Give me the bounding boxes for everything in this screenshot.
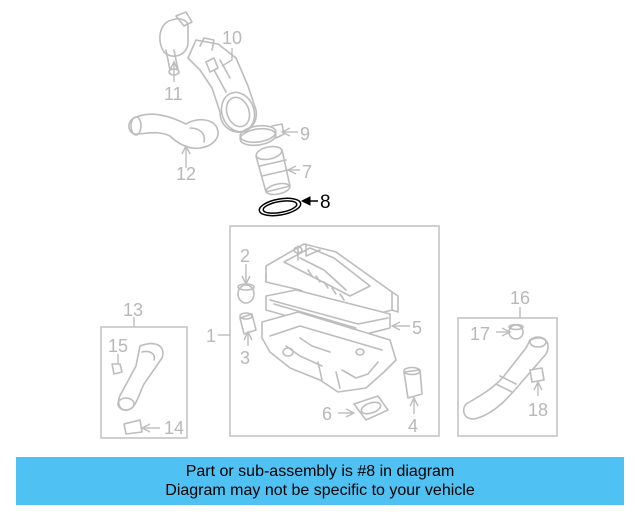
assembly-frame-1 — [229, 225, 440, 437]
callout-8-label: 8 — [320, 192, 331, 213]
callout-18: 18 — [528, 380, 548, 420]
part-14-bracket[interactable] — [123, 419, 143, 435]
callout-2: 2 — [240, 246, 251, 286]
assembly-frame-16 — [457, 317, 558, 437]
part-10-intake-duct[interactable] — [187, 37, 260, 136]
callout-1-label: 1 — [206, 326, 216, 346]
callout-7-label: 7 — [302, 162, 312, 182]
part-2-grommet[interactable] — [237, 283, 255, 304]
part-13-duct[interactable] — [117, 342, 164, 411]
part-18-clip[interactable] — [529, 367, 545, 383]
callout-16-label: 16 — [510, 288, 530, 308]
part-8-gasket[interactable] — [258, 195, 302, 218]
callout-8: 8 — [300, 192, 331, 213]
callout-17-label: 17 — [470, 324, 490, 344]
callout-10: 10 — [221, 28, 242, 67]
callout-14: 14 — [140, 418, 184, 438]
info-banner: Part or sub-assembly is #8 in diagram Di… — [16, 457, 624, 505]
callout-4-label: 4 — [408, 416, 418, 436]
callout-4: 4 — [408, 396, 419, 436]
part-15-clip[interactable] — [111, 363, 123, 375]
callout-14-label: 14 — [164, 418, 184, 438]
part-4-hose-piece[interactable] — [403, 366, 423, 399]
callout-1: 1 — [206, 326, 230, 346]
part-9-clamp[interactable] — [239, 123, 285, 148]
part-3-bushing[interactable] — [239, 312, 257, 335]
callout-6: 6 — [322, 404, 356, 424]
parts-diagram: 11 10 12 9 — [100, 11, 558, 439]
callout-15: 15 — [108, 336, 128, 364]
part-16-duct[interactable] — [462, 336, 549, 420]
callout-18-label: 18 — [528, 400, 548, 420]
air-cleaner-cover[interactable] — [265, 243, 399, 321]
callout-17: 17 — [470, 324, 512, 344]
callout-13: 13 — [123, 300, 143, 327]
callout-5: 5 — [390, 318, 422, 338]
part-5-filter-element[interactable] — [265, 289, 391, 337]
info-line-disclaimer: Diagram may not be specific to your vehi… — [165, 482, 475, 499]
callout-13-label: 13 — [123, 300, 143, 320]
callout-11: 11 — [164, 60, 183, 104]
callout-5-label: 5 — [412, 318, 422, 338]
callout-12: 12 — [176, 144, 196, 184]
part-12-hose[interactable] — [128, 113, 219, 150]
callout-2-label: 2 — [240, 246, 250, 266]
air-cleaner-lower-housing[interactable] — [261, 311, 397, 393]
assembly-frame-13 — [100, 326, 188, 439]
callout-12-label: 12 — [176, 164, 196, 184]
callout-3: 3 — [240, 330, 253, 368]
callout-6-label: 6 — [322, 404, 332, 424]
info-line-part: Part or sub-assembly is #8 in diagram — [185, 463, 455, 480]
part-17-grommet[interactable] — [508, 323, 524, 340]
callout-10-label: 10 — [222, 28, 242, 48]
callout-7: 7 — [286, 162, 312, 182]
callout-9: 9 — [280, 124, 310, 144]
callout-3-label: 3 — [240, 348, 250, 368]
part-6-seal[interactable] — [353, 395, 389, 421]
callout-15-label: 15 — [108, 336, 128, 356]
callout-16: 16 — [510, 288, 530, 318]
callout-9-label: 9 — [300, 124, 310, 144]
part-7-air-flow-sleeve[interactable] — [255, 144, 291, 196]
callout-11-label: 11 — [164, 84, 183, 104]
